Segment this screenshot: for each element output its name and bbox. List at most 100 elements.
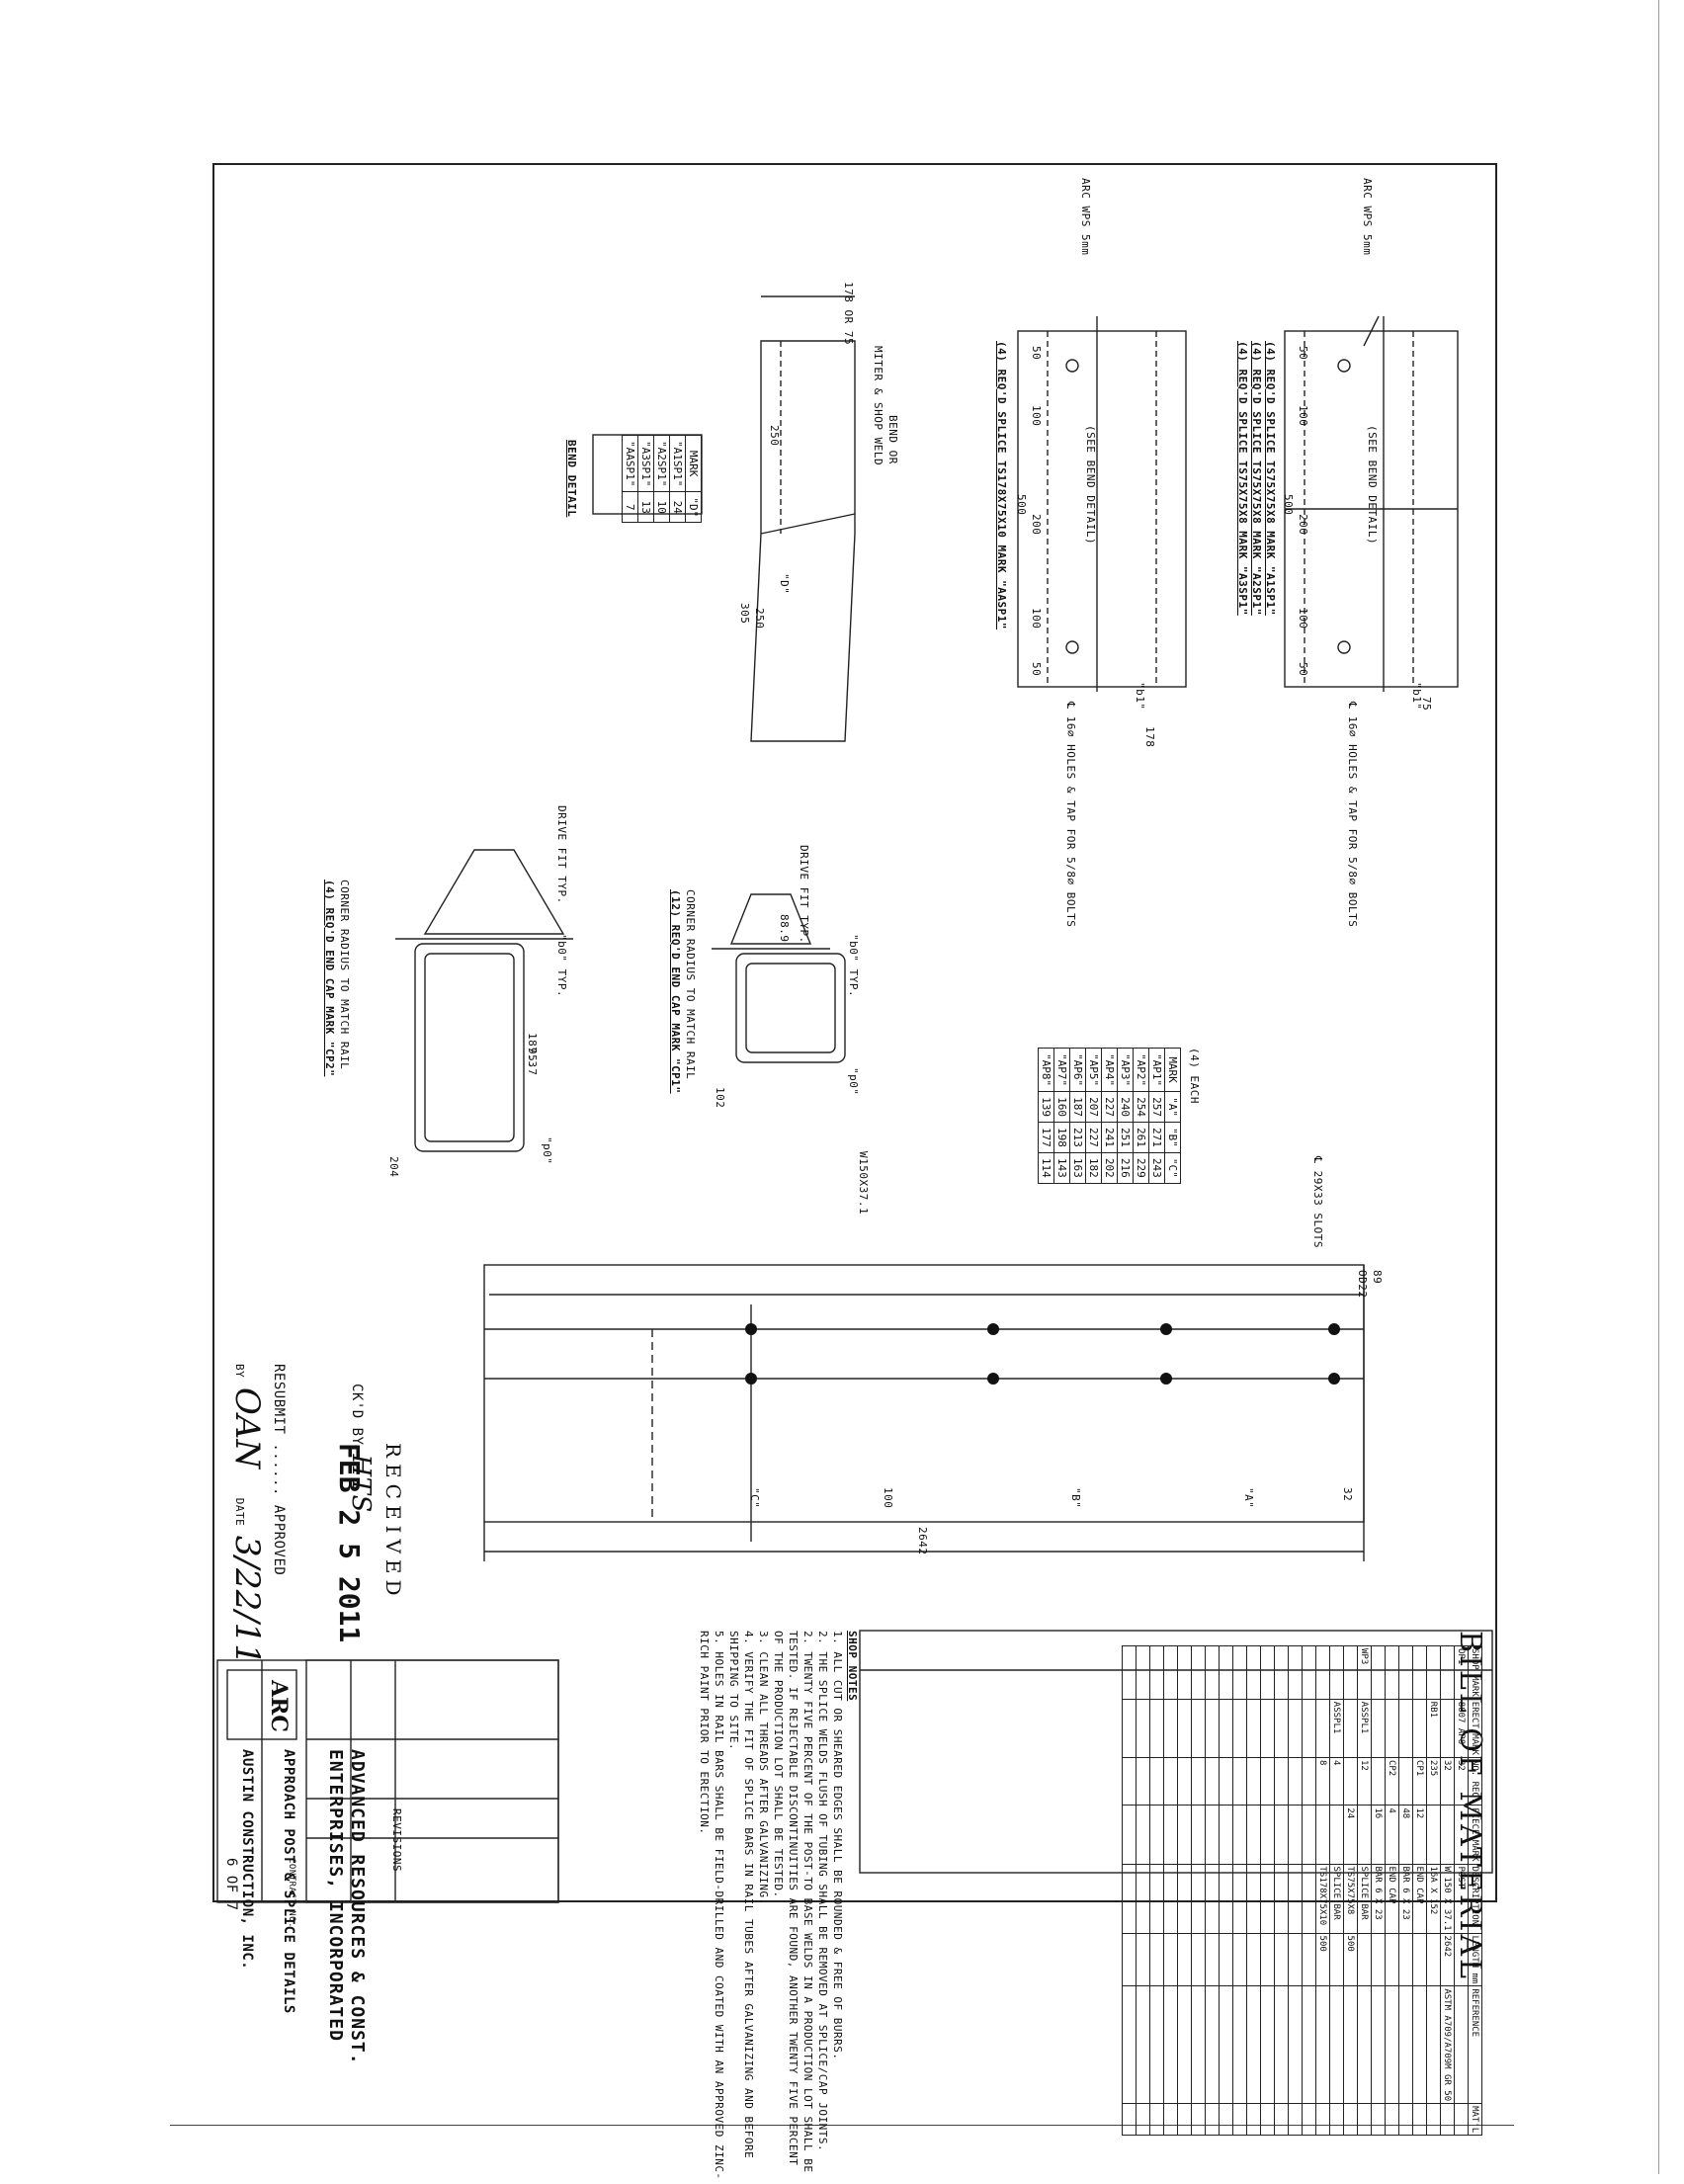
bom-cell <box>1232 1985 1247 2104</box>
bom-cell <box>1274 1933 1289 1986</box>
bom-cell <box>1232 1645 1247 1700</box>
bom-cell <box>1177 1933 1192 1986</box>
stamp-approved-label: APPROVED <box>271 1504 287 1576</box>
bom-cell <box>1343 1699 1358 1758</box>
bom-row-empty <box>1205 1645 1220 2136</box>
bom-cell <box>1246 1864 1261 1934</box>
bom-cell: W 150 X 37.1 <box>1440 1864 1455 1934</box>
bom-cell <box>1440 2103 1455 2136</box>
bom-cell <box>1454 1985 1469 2104</box>
shop-note: 1. ALL CUT OR SHEARED EDGES SHALL BE ROU… <box>831 1631 844 2060</box>
bom-cell <box>1398 1933 1413 1986</box>
arc-logo-text: ARC <box>266 1680 292 1732</box>
splice-mid-outline <box>1017 330 1187 688</box>
mark-table-cell: 198 <box>1053 1122 1070 1153</box>
bom-cell <box>1426 1805 1441 1865</box>
bom-cell <box>1426 2103 1441 2136</box>
bom-cell <box>1329 1645 1344 1700</box>
shop-note: 3. CLEAN ALL THREADS AFTER GALVANIZING. <box>757 1631 770 1905</box>
bom-row-empty <box>1163 1645 1178 2136</box>
bom-cell <box>1149 1985 1164 2104</box>
splice-top-dim: 500 <box>1282 494 1295 516</box>
bom-row-empty <box>1274 1645 1289 2136</box>
cp1-b0: "b0" TYP. <box>847 934 860 998</box>
bend-table-wrap: MARK "D" "A1SP1"24 "A2SP1"10 "A3SP1"13 "… <box>622 435 702 523</box>
mark-table-cell: 213 <box>1069 1122 1086 1153</box>
bom-cell <box>1315 1645 1330 1700</box>
mark-table-cell: 271 <box>1148 1122 1165 1153</box>
post-dim: "C" <box>748 1487 761 1509</box>
bom-cell <box>1440 1805 1455 1865</box>
bom-cell <box>1329 1933 1344 1986</box>
bom-cell <box>1343 1985 1358 2104</box>
stamp-approval-date: 3/22/11 <box>227 1535 267 1665</box>
bom-header-cell: SHOP MARK <box>1468 1645 1482 1700</box>
bom-box <box>859 1630 1493 1874</box>
arc-logo: ARC <box>266 1680 292 1732</box>
bom-cell: 500 <box>1315 1933 1330 1986</box>
bom-cell <box>1288 2103 1303 2136</box>
bom-cell <box>1288 1985 1303 2104</box>
mark-table-cell: "AP6" <box>1069 1048 1086 1092</box>
bend-table: MARK "D" "A1SP1"24 "A2SP1"10 "A3SP1"13 "… <box>622 435 702 523</box>
bend-dim: 250 <box>753 608 766 630</box>
bom-cell <box>1426 1645 1441 1700</box>
bom-cell: ASSPL1 <box>1357 1699 1372 1758</box>
bom-cell <box>1288 1699 1303 1758</box>
bend-dim: 250 <box>768 425 781 447</box>
mark-table-cell: "AP2" <box>1133 1048 1149 1092</box>
bom-cell <box>1191 2103 1206 2136</box>
splice-mid-dim: 100 <box>1030 405 1043 427</box>
bom-cell: 16 <box>1371 1805 1386 1865</box>
bend-table-row: "AASP1"7 <box>622 435 638 523</box>
bom-cell <box>1177 1985 1192 2104</box>
bom-grid: SHOP MARK ERECT MARK NO. REQ. PIECE MARK… <box>1122 1645 1482 2136</box>
bom-cell <box>1205 1805 1220 1865</box>
bom-cell <box>1315 1805 1330 1865</box>
bom-cell <box>1274 1864 1289 1934</box>
bom-cell: 48 <box>1398 1805 1413 1865</box>
stamp-received: RECEIVED <box>381 1443 405 1602</box>
bom-cell <box>1163 1805 1178 1865</box>
customer-name: AUSTIN CONSTRUCTION, INC. <box>239 1749 255 1971</box>
shop-note: 2. THE SPLICE WELDS FLUSH OF TUBING SHAL… <box>816 1631 829 2152</box>
mark-table-cell: 229 <box>1133 1152 1149 1184</box>
splice-top-dim: 75 <box>1420 697 1433 712</box>
endcap-cp1-section <box>729 893 812 945</box>
bom-cell <box>1274 1805 1289 1865</box>
mark-table-cell: 257 <box>1148 1091 1165 1123</box>
bom-cell <box>1122 1699 1137 1758</box>
bom-cell <box>1219 1933 1233 1986</box>
bom-cell <box>1177 1864 1192 1934</box>
mark-table-cell: "AP8" <box>1038 1048 1054 1092</box>
splice-mid-weld-ref: ARC WPS 5mm <box>1079 178 1092 256</box>
bom-cell <box>1260 1757 1275 1806</box>
bend-dim: 305 <box>738 603 751 625</box>
bom-cell <box>1177 1805 1192 1865</box>
bom-row-empty <box>1177 1645 1192 2136</box>
bom-cell <box>1136 1699 1150 1758</box>
bom-cell: BAR 6 X 23 <box>1398 1864 1413 1934</box>
bom-cell <box>1426 1985 1441 2104</box>
bom-cell: TS75X75X8 <box>1343 1864 1358 1934</box>
bom-cell <box>1302 1933 1316 1986</box>
stamp-signature: OAN <box>227 1386 267 1470</box>
cp2-fit-note: DRIVE FIT TYP. <box>555 805 568 904</box>
bom-cell: TS178X75X10 <box>1315 1864 1330 1934</box>
bom-cell <box>1149 2103 1164 2136</box>
bom-cell <box>1398 1985 1413 2104</box>
bom-cell <box>1371 1699 1386 1758</box>
mark-table-cell: 143 <box>1053 1152 1070 1184</box>
bom-cell <box>1232 1699 1247 1758</box>
post-dim: 32 <box>1341 1487 1354 1502</box>
bom-cell <box>1329 2103 1344 2136</box>
bom-cell <box>1357 1985 1372 2104</box>
bom-cell <box>1260 1645 1275 1700</box>
bom-cell: 8 <box>1315 1757 1330 1806</box>
bom-cell <box>1149 1757 1164 1806</box>
